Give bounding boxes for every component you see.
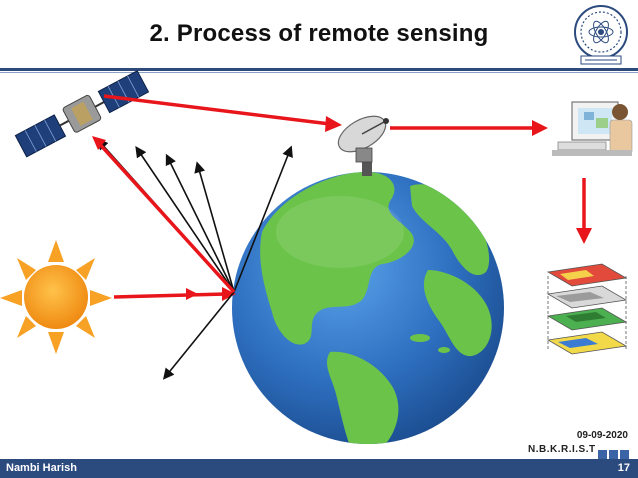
satellite-icon bbox=[14, 70, 150, 158]
sun-ray-endhead bbox=[222, 287, 236, 301]
computer-link-head bbox=[576, 228, 592, 244]
earth-globe-icon bbox=[232, 172, 504, 444]
gis-layers-icon bbox=[546, 263, 628, 355]
slide-date: 09-09-2020 bbox=[576, 430, 628, 441]
organization-squares bbox=[596, 446, 629, 464]
sun-to-earth-arrow bbox=[113, 292, 227, 299]
slide-footer: Nambi Harish 17 bbox=[0, 459, 638, 478]
reflected-ray-head bbox=[92, 136, 106, 150]
title-divider-thin bbox=[0, 72, 638, 73]
author-name: Nambi Harish bbox=[6, 462, 77, 474]
computer-workstation-icon bbox=[552, 101, 633, 156]
page-number: 17 bbox=[617, 462, 630, 474]
satellite-link-head bbox=[325, 116, 342, 132]
scattered-reflection-rays bbox=[96, 138, 293, 380]
station-link-head bbox=[532, 120, 548, 136]
earth-to-satellite-arrow bbox=[94, 138, 236, 294]
title-divider bbox=[0, 68, 638, 71]
slide-title: 2. Process of remote sensing bbox=[149, 20, 489, 47]
satellite-dish-icon bbox=[337, 115, 389, 176]
sun-icon bbox=[0, 240, 112, 354]
satellite-to-station-arrow bbox=[103, 94, 331, 126]
institute-logo-icon bbox=[574, 5, 628, 65]
sun-ray-midhead bbox=[186, 288, 198, 300]
organization-name: N.B.K.R.I.S.T bbox=[528, 444, 596, 455]
